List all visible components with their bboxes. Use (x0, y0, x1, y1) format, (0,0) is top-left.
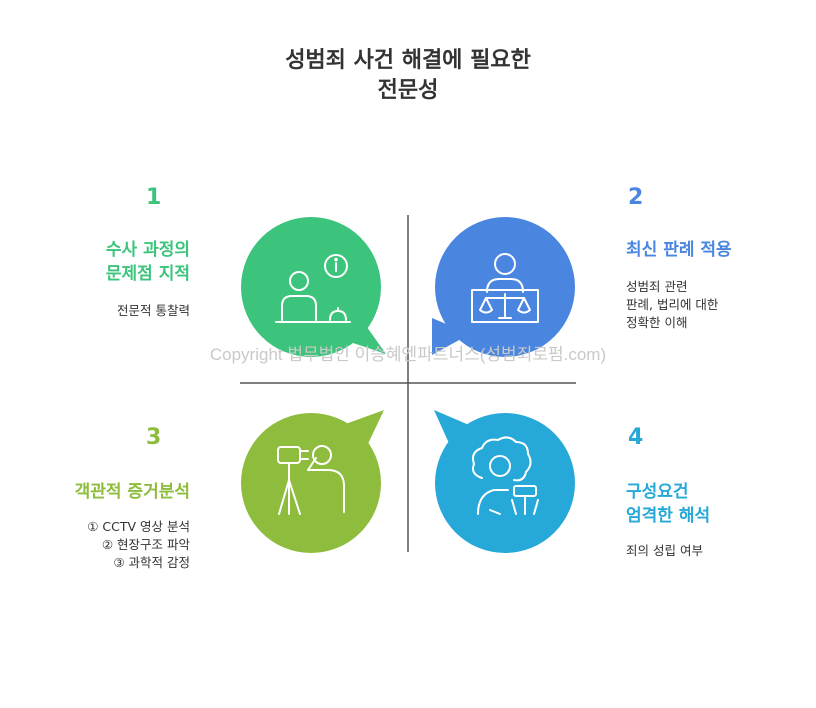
quadrant-3-heading: 객관적 증거분석 (75, 480, 190, 504)
quadrant-1-number: 1 (146, 185, 162, 210)
quadrant-4-heading-line-2: 엄격한 해석 (626, 506, 711, 526)
quadrant-2-description: 성범죄 관련 판례, 법리에 대한 정확한 이해 (626, 278, 718, 332)
quadrant-3-description-line-3: ③ 과학적 감정 (113, 555, 190, 570)
quadrant-3-number: 3 (146, 425, 162, 450)
person-with-camera-icon (277, 445, 345, 515)
quadrant-1-description-line-1: 전문적 통찰력 (117, 303, 190, 318)
quadrant-2-description-line-2: 판례, 법리에 대한 (626, 297, 719, 312)
quadrant-3-description-line-2: ② 현장구조 파악 (101, 537, 190, 552)
title-line-2: 전문성 (377, 78, 439, 103)
bubble-1 (241, 217, 386, 357)
bubble-4 (434, 410, 575, 553)
quadrant-2-description-line-1: 성범죄 관련 (626, 279, 688, 294)
quadrant-1-heading-line-1: 수사 과정의 (105, 240, 190, 260)
quadrant-3-description-line-1: ① CCTV 영상 분석 (87, 519, 190, 534)
bubble-2 (432, 217, 575, 357)
person-at-desk-with-info-icon (275, 254, 351, 323)
quadrant-4-heading-line-1: 구성요건 (626, 482, 689, 502)
quadrant-4-description: 죄의 성립 여부 (626, 542, 703, 560)
person-with-scales-icon (471, 253, 539, 323)
quadrant-2-heading: 최신 판례 적용 (626, 238, 732, 262)
quadrant-4-heading: 구성요건 엄격한 해석 (626, 480, 710, 528)
quadrant-1-heading-line-2: 문제점 지적 (105, 264, 190, 284)
copyright-watermark: Copyright 법무법인 이승혜엔파트너스(성범죄로펌.com) (209, 345, 607, 364)
title-line-1: 성범죄 사건 해결에 필요한 (285, 48, 531, 73)
quadrant-4-number: 4 (628, 425, 644, 450)
quadrant-2-description-line-3: 정확한 이해 (626, 315, 688, 330)
quadrant-2-number: 2 (628, 185, 644, 210)
quadrant-3-description: ① CCTV 영상 분석 ② 현장구조 파악 ③ 과학적 감정 (87, 518, 190, 572)
quadrant-2-heading-line-1: 최신 판례 적용 (626, 240, 732, 260)
quadrant-3-heading-line-1: 객관적 증거분석 (74, 482, 190, 502)
quadrant-1-description: 전문적 통찰력 (117, 302, 190, 320)
page-title: 성범죄 사건 해결에 필요한 전문성 (0, 46, 816, 106)
bubble-3 (241, 410, 384, 553)
quadrant-4-description-line-1: 죄의 성립 여부 (626, 543, 703, 558)
person-with-gavel-icon (472, 436, 539, 515)
quadrant-1-heading: 수사 과정의 문제점 지적 (106, 238, 190, 286)
